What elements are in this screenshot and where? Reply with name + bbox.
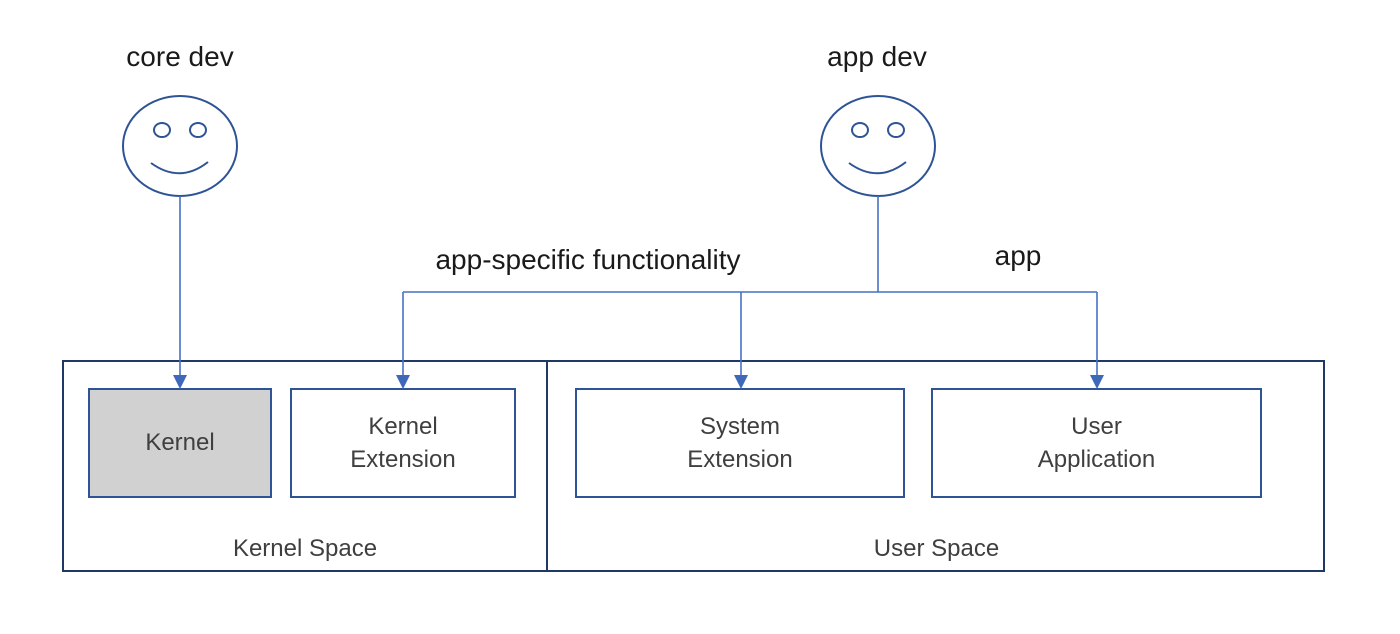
kernel-space-label: Kernel Space: [232, 535, 378, 562]
system-extension-box: System Extension: [575, 388, 905, 498]
user-application-box-label: User Application: [1037, 412, 1156, 473]
actor-label-app-dev: app dev: [827, 41, 927, 72]
kernel-box-label: Kernel: [145, 429, 215, 457]
user-space-label: User Space: [873, 535, 1000, 562]
edge-label-app-specific-functionality: app-specific functionality: [435, 244, 741, 275]
user-application-box: User Application: [931, 388, 1262, 498]
kernel-space-container: [62, 360, 548, 572]
kernel-box: Kernel: [88, 388, 272, 498]
system-extension-box-label: System Extension: [687, 412, 793, 473]
user-space-container: [546, 360, 1325, 572]
kernel-extension-box: Kernel Extension: [290, 388, 516, 498]
edge-label-app: app: [994, 240, 1042, 271]
app-dev-smiley-face-icon: [820, 95, 936, 197]
actor-label-core-dev: core dev: [126, 41, 234, 72]
core-dev-smiley-face-icon: [122, 95, 238, 197]
kernel-extension-box-label: Kernel Extension: [350, 412, 456, 473]
